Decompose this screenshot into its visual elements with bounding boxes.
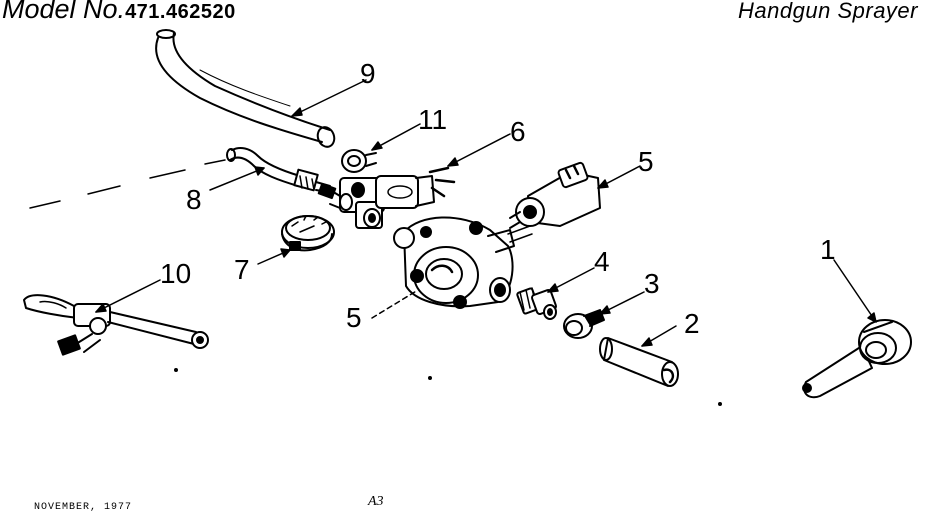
part-5-pump-body xyxy=(393,216,533,309)
leader-6-head xyxy=(447,157,459,167)
callout-10: 10 xyxy=(160,258,192,289)
callout-5-pump: 5 xyxy=(346,302,362,333)
callout-11: 11 xyxy=(418,104,448,135)
model-label: Model No. xyxy=(2,0,126,24)
leader-9 xyxy=(291,79,367,117)
speck xyxy=(428,376,432,380)
callout-1: 1 xyxy=(820,234,836,265)
part-10-wand xyxy=(23,294,209,356)
leader-1-head xyxy=(867,312,877,323)
callout-7: 7 xyxy=(234,254,250,285)
callout-8: 8 xyxy=(186,184,202,215)
leader-1 xyxy=(833,259,877,323)
part-3-clamp xyxy=(563,309,605,339)
callout-5-coupling: 5 xyxy=(638,146,654,177)
part-6-valve-assembly xyxy=(317,166,456,229)
speck xyxy=(174,368,178,372)
speck xyxy=(718,402,722,406)
part-9-hose xyxy=(155,29,336,148)
leader-11-head xyxy=(371,141,383,151)
leader-7-head xyxy=(280,248,291,258)
part-4-fitting xyxy=(516,287,557,320)
part-5-coupling xyxy=(509,161,601,229)
callout-2: 2 xyxy=(684,308,700,339)
model-number: 471.462520 xyxy=(125,1,236,23)
part-1-handgun xyxy=(802,319,912,399)
publication-date: NOVEMBER, 1977 xyxy=(34,502,133,513)
leader-10 xyxy=(95,279,161,313)
leader-8-head xyxy=(254,166,265,176)
leader-9-head xyxy=(291,107,303,117)
part-11-nut xyxy=(341,149,377,173)
callout-4: 4 xyxy=(594,246,610,277)
model-number-heading: Model No.471.462520 xyxy=(2,0,236,25)
page-number: A3 xyxy=(368,494,384,509)
callout-3: 3 xyxy=(644,268,660,299)
part-8-tube xyxy=(226,147,331,193)
leader-5-top-head xyxy=(597,179,609,189)
leader-2-head xyxy=(641,337,653,347)
part-7-gauge xyxy=(281,215,335,252)
leader-4-head xyxy=(547,283,559,293)
callout-6: 6 xyxy=(510,116,526,147)
product-title: Handgun Sprayer xyxy=(738,0,918,23)
leader-lines xyxy=(95,79,877,347)
assembly-centerline xyxy=(29,159,226,209)
leader-6 xyxy=(447,133,511,167)
leader-8 xyxy=(209,167,265,191)
leader-5-bottom xyxy=(371,289,419,319)
part-2-hose xyxy=(599,337,679,387)
leader-3-head xyxy=(599,305,611,315)
leader-10-head xyxy=(95,303,107,313)
callout-9: 9 xyxy=(360,58,376,89)
